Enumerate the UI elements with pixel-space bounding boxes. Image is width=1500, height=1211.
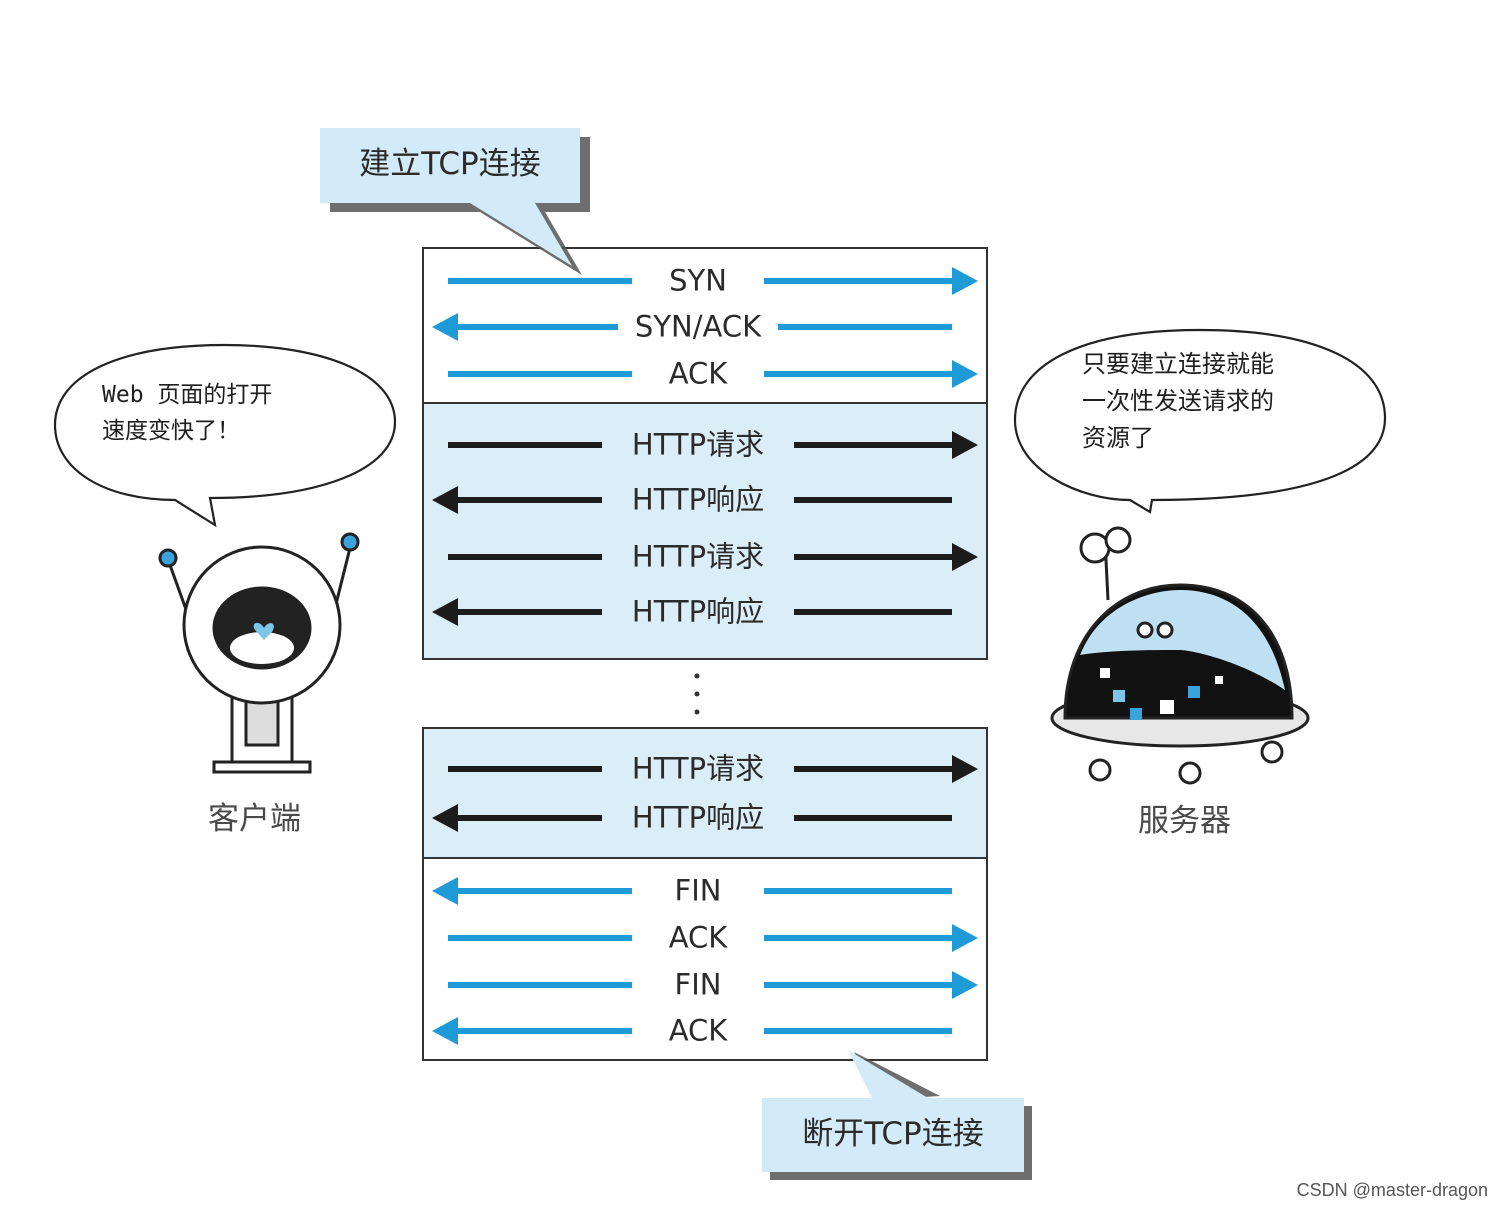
- callout-disconnect-label: 断开TCP连接: [802, 1116, 984, 1152]
- callout-disconnect: [762, 1050, 1032, 1180]
- teardown-arrow-head-right: [952, 971, 978, 999]
- http_block_1-arrow-head-right: [952, 543, 978, 571]
- server-speech-text: 只要建立连接就能 一次性发送请求的 资源了: [1082, 350, 1274, 453]
- handshake-label-ack: ACK: [668, 356, 728, 391]
- handshake-arrow-head-left: [432, 313, 458, 341]
- server-robot-illustration: [1050, 526, 1310, 785]
- teardown-label-ack-1: ACK: [668, 920, 728, 955]
- server-caption: 服务器: [1138, 803, 1231, 839]
- teardown-label-ack-2: ACK: [668, 1013, 728, 1048]
- ellipsis-dots: [694, 673, 700, 715]
- client-speech-bubble: [53, 343, 397, 528]
- http-label-request-2: HTTP请求: [631, 539, 765, 574]
- teardown-arrow-head-left: [432, 877, 458, 905]
- http-block-2: [422, 727, 988, 859]
- client-robot-illustration: [158, 532, 360, 774]
- http-label-request-1: HTTP请求: [631, 427, 765, 462]
- http_block_1-arrow-head-left: [432, 486, 458, 514]
- http_block_1-arrow-head-right: [952, 431, 978, 459]
- teardown-arrow-head-left: [432, 1017, 458, 1045]
- teardown-label-fin-1: FIN: [674, 873, 722, 908]
- handshake-label-syn: SYN: [669, 263, 727, 298]
- watermark: CSDN @master-dragon: [1296, 1180, 1488, 1200]
- http_block_2-arrow-head-left: [432, 804, 458, 832]
- teardown-label-fin-2: FIN: [674, 967, 722, 1002]
- callout-connect-label: 建立TCP连接: [359, 146, 541, 182]
- callout-connect: [320, 128, 590, 275]
- arrow-layer: [432, 267, 978, 1045]
- client-caption: 客户端: [208, 801, 301, 837]
- handshake-arrow-head-right: [952, 267, 978, 295]
- handshake-label-synack: SYN/ACK: [634, 309, 762, 344]
- http_block_1-arrow-head-left: [432, 598, 458, 626]
- http-label-request-3: HTTP请求: [631, 751, 765, 786]
- http-label-response-2: HTTP响应: [631, 594, 765, 629]
- http-label-response-3: HTTP响应: [631, 800, 765, 835]
- http_block_2-arrow-head-right: [952, 755, 978, 783]
- http-label-response-1: HTTP响应: [631, 482, 765, 517]
- teardown-arrow-head-right: [952, 924, 978, 952]
- handshake-arrow-head-right: [952, 360, 978, 388]
- client-speech-text: Web 页面的打开 速度变快了！: [102, 382, 273, 444]
- server-speech-bubble: [1013, 328, 1387, 514]
